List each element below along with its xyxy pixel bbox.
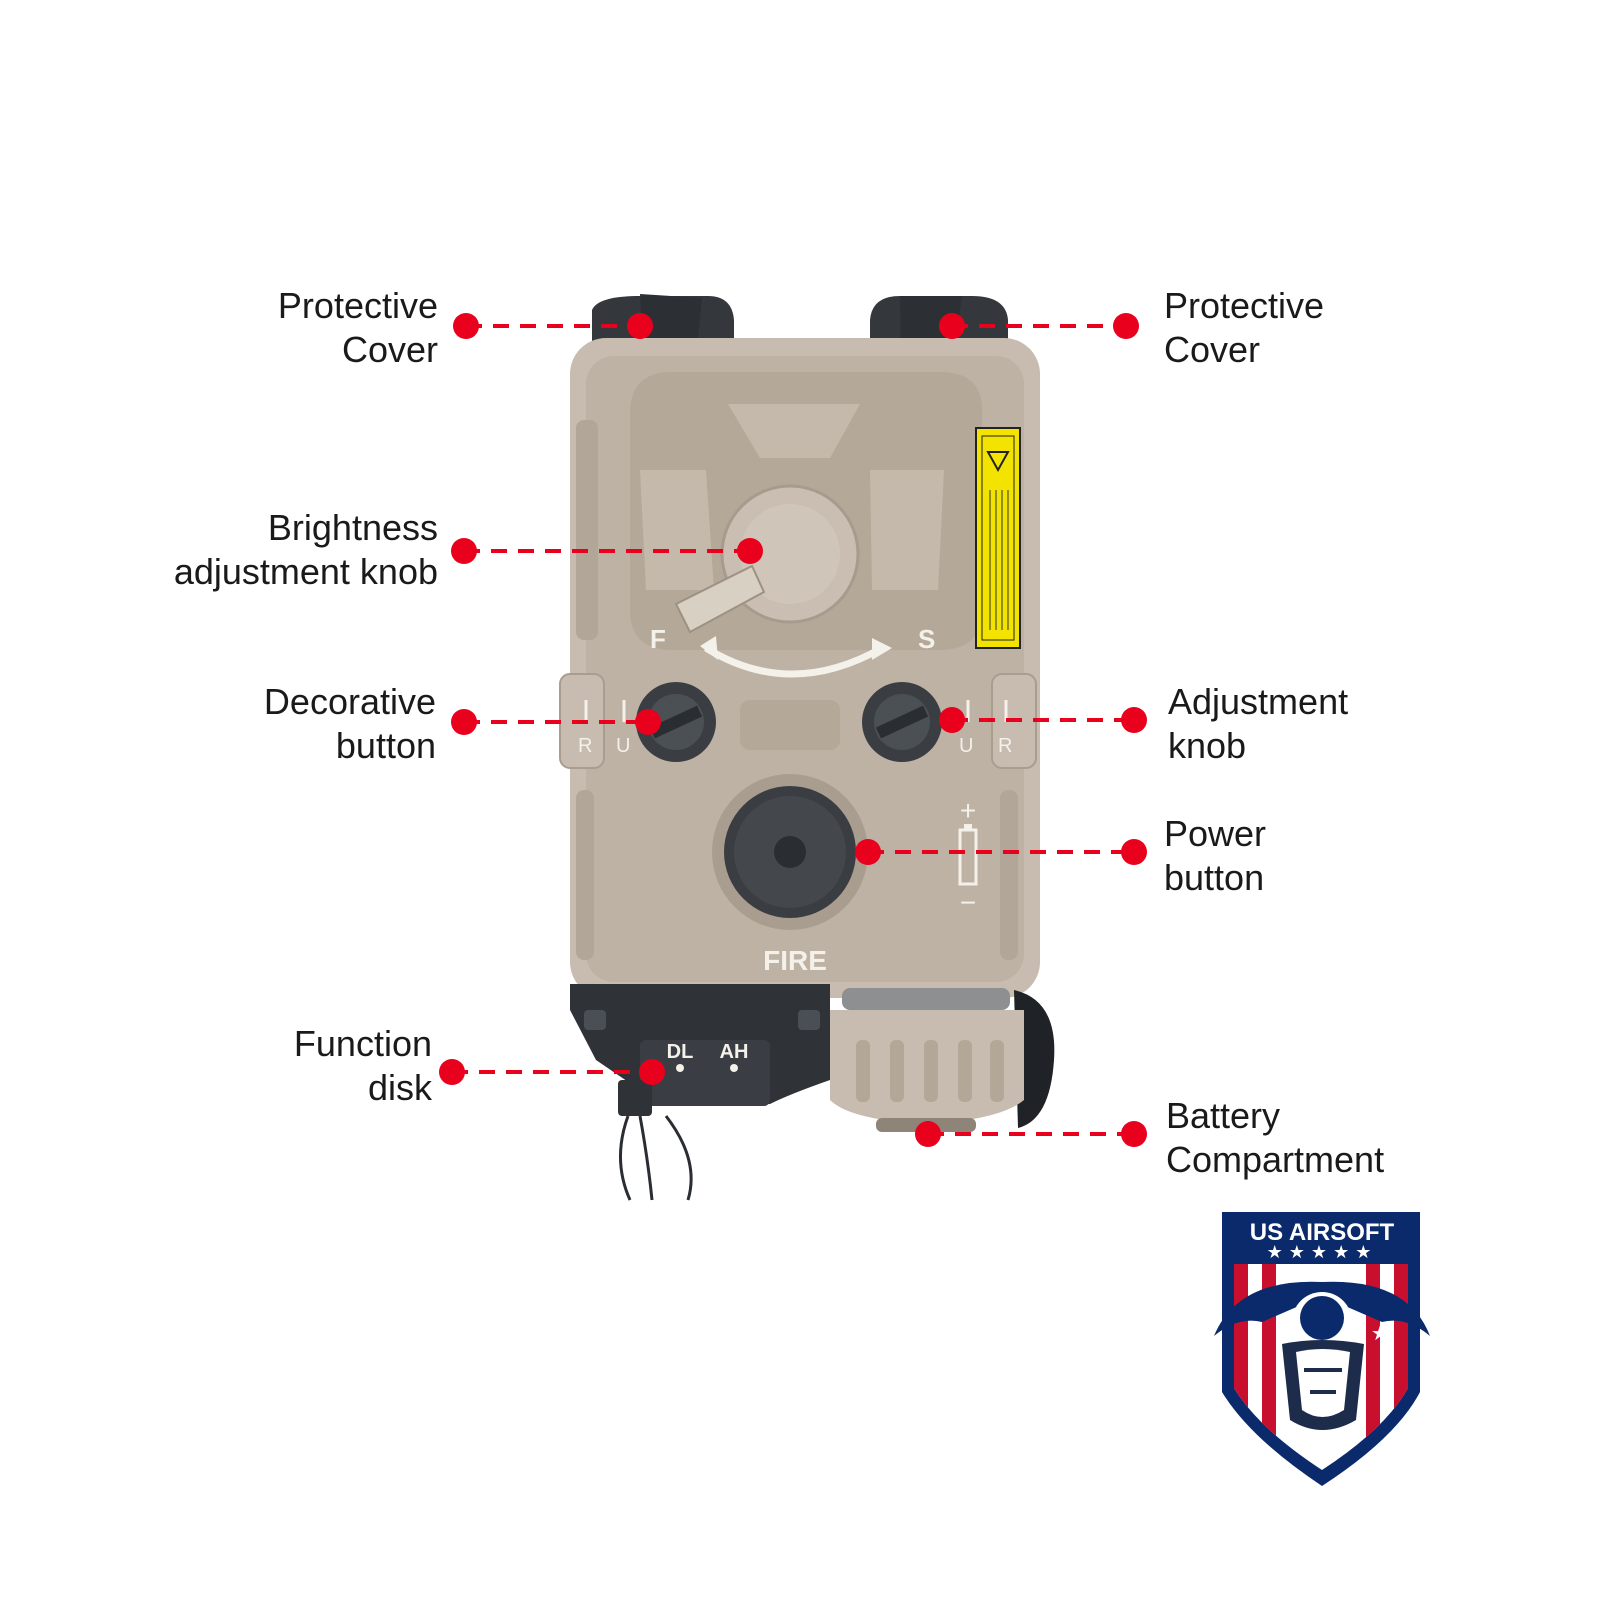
leader-adjustment-knob-end-dot <box>1121 707 1147 733</box>
callout-adjustment-knob: Adjustment knob <box>1168 681 1349 766</box>
leader-protective-cover-left-start-dot <box>453 313 479 339</box>
callout-battery-compartment: Battery Compartment <box>1166 1095 1385 1180</box>
callout-brightness-knob: Brightness adjustment knob <box>173 507 438 592</box>
leader-function-disk <box>439 1059 665 1085</box>
svg-text:★: ★ <box>1371 1323 1389 1345</box>
dial-mark-f: F <box>650 624 666 654</box>
leader-function-disk-end-dot <box>639 1059 665 1085</box>
function-mark-ah: AH <box>720 1041 749 1063</box>
leader-protective-cover-right-start-dot <box>939 313 965 339</box>
function-module <box>570 984 830 1201</box>
brightness-dial <box>674 484 892 678</box>
leader-decorative-button <box>451 709 661 735</box>
battery-cap <box>830 988 1055 1132</box>
mark-right-r: R <box>998 735 1012 757</box>
leader-protective-cover-left <box>453 313 653 339</box>
leader-brightness-knob-end-dot <box>737 538 763 564</box>
callout-power-button: Power button <box>1164 813 1267 898</box>
callout-protective-cover-left: Protective Cover <box>277 285 438 370</box>
leader-brightness-knob <box>451 538 763 564</box>
battery-minus-mark: − <box>960 887 976 918</box>
function-mark-dl: DL <box>667 1041 694 1063</box>
leader-protective-cover-left-end-dot <box>627 313 653 339</box>
leader-adjustment-knob <box>939 707 1147 733</box>
mark-left-r: R <box>578 735 592 757</box>
fire-label: FIRE <box>763 945 827 976</box>
leader-decorative-button-end-dot <box>635 709 661 735</box>
mark-right-u: U <box>959 735 973 757</box>
leader-battery-compartment-end-dot <box>1121 1121 1147 1147</box>
leader-adjustment-knob-start-dot <box>939 707 965 733</box>
callout-leaders <box>439 313 1147 1147</box>
callout-decorative-button: Decorative button <box>263 681 436 766</box>
callout-protective-cover-right: Protective Cover <box>1164 285 1325 370</box>
logo-text: US AIRSOFT <box>1250 1219 1395 1246</box>
mark-left-u: U <box>616 735 630 757</box>
left-knob <box>636 682 716 762</box>
leader-protective-cover-right <box>939 313 1139 339</box>
leader-power-button-start-dot <box>855 839 881 865</box>
logo-stars: ★★★★★ <box>1267 1242 1378 1262</box>
leader-battery-compartment <box>915 1121 1147 1147</box>
leader-decorative-button-start-dot <box>451 709 477 735</box>
dial-mark-s: S <box>918 624 935 654</box>
warning-sticker <box>975 427 1021 649</box>
right-knob <box>862 682 942 762</box>
leader-function-disk-start-dot <box>439 1059 465 1085</box>
leader-power-button-end-dot <box>1121 839 1147 865</box>
fire-button <box>712 774 868 930</box>
leader-protective-cover-right-end-dot <box>1113 313 1139 339</box>
battery-plus-mark: + <box>960 795 976 826</box>
leader-power-button <box>855 839 1147 865</box>
leader-battery-compartment-start-dot <box>915 1121 941 1147</box>
leader-brightness-knob-start-dot <box>451 538 477 564</box>
us-airsoft-logo: ★★★★★ ★ <box>1214 1212 1430 1486</box>
callout-function-disk: Function disk <box>293 1023 432 1108</box>
